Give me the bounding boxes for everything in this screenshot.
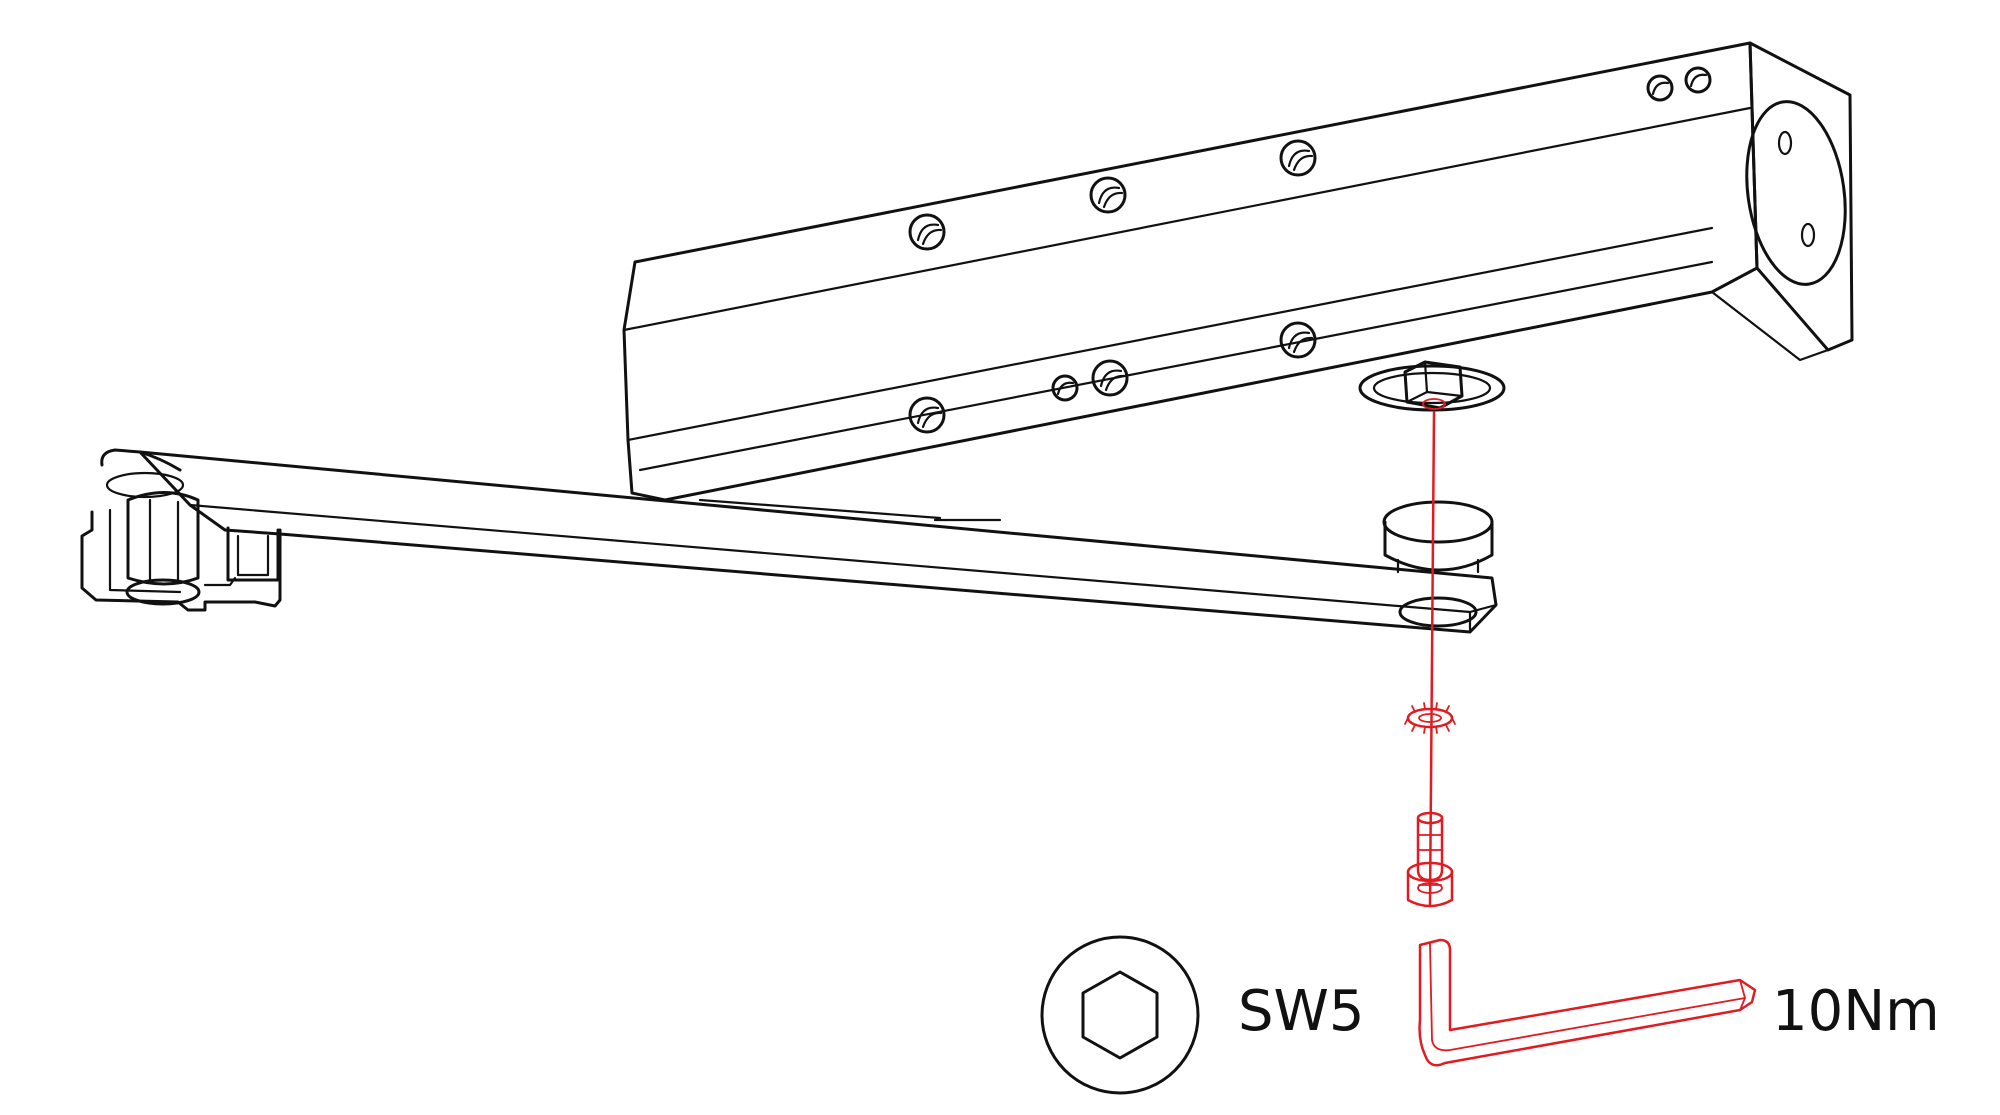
screw-hole [1279, 139, 1317, 177]
assembly-axis-line [1428, 410, 1436, 907]
arm-bar [138, 450, 1498, 634]
adjustment-screws [908, 66, 1712, 434]
screw-hole [1089, 176, 1127, 214]
tool-spec-row: SW5 10Nm [1040, 935, 1940, 1095]
torque-label: 10Nm [1772, 979, 1940, 1044]
screw-hole [908, 396, 946, 434]
pinion-spindle [1358, 360, 1506, 412]
lock-washer-icon [1404, 702, 1456, 734]
closer-end-cap [1748, 41, 1854, 352]
allen-key-icon [1418, 938, 1757, 1067]
screw-hole [1279, 321, 1317, 359]
end-cap-hole-lower [1800, 222, 1816, 248]
screw-hole [908, 213, 946, 251]
screw-hole [1051, 374, 1079, 402]
end-cap-hole-upper [1777, 130, 1793, 156]
hex-socket-icon [1040, 935, 1200, 1095]
arm-mounting-hole [1398, 596, 1478, 628]
screw-hole [1646, 74, 1674, 102]
tool-size-label: SW5 [1238, 979, 1365, 1044]
screw-hole [1684, 66, 1712, 94]
end-cap-disc [1745, 100, 1847, 286]
arm-boss [1382, 500, 1494, 574]
exploded-fastener-group [1404, 410, 1757, 1067]
screw-hole [1091, 359, 1129, 397]
closer-arm [80, 448, 1498, 634]
socket-head-screw-icon [1406, 811, 1454, 908]
arm-shoe [80, 448, 282, 612]
closer-front-face [622, 41, 1759, 502]
door-closer-body [622, 41, 1854, 502]
